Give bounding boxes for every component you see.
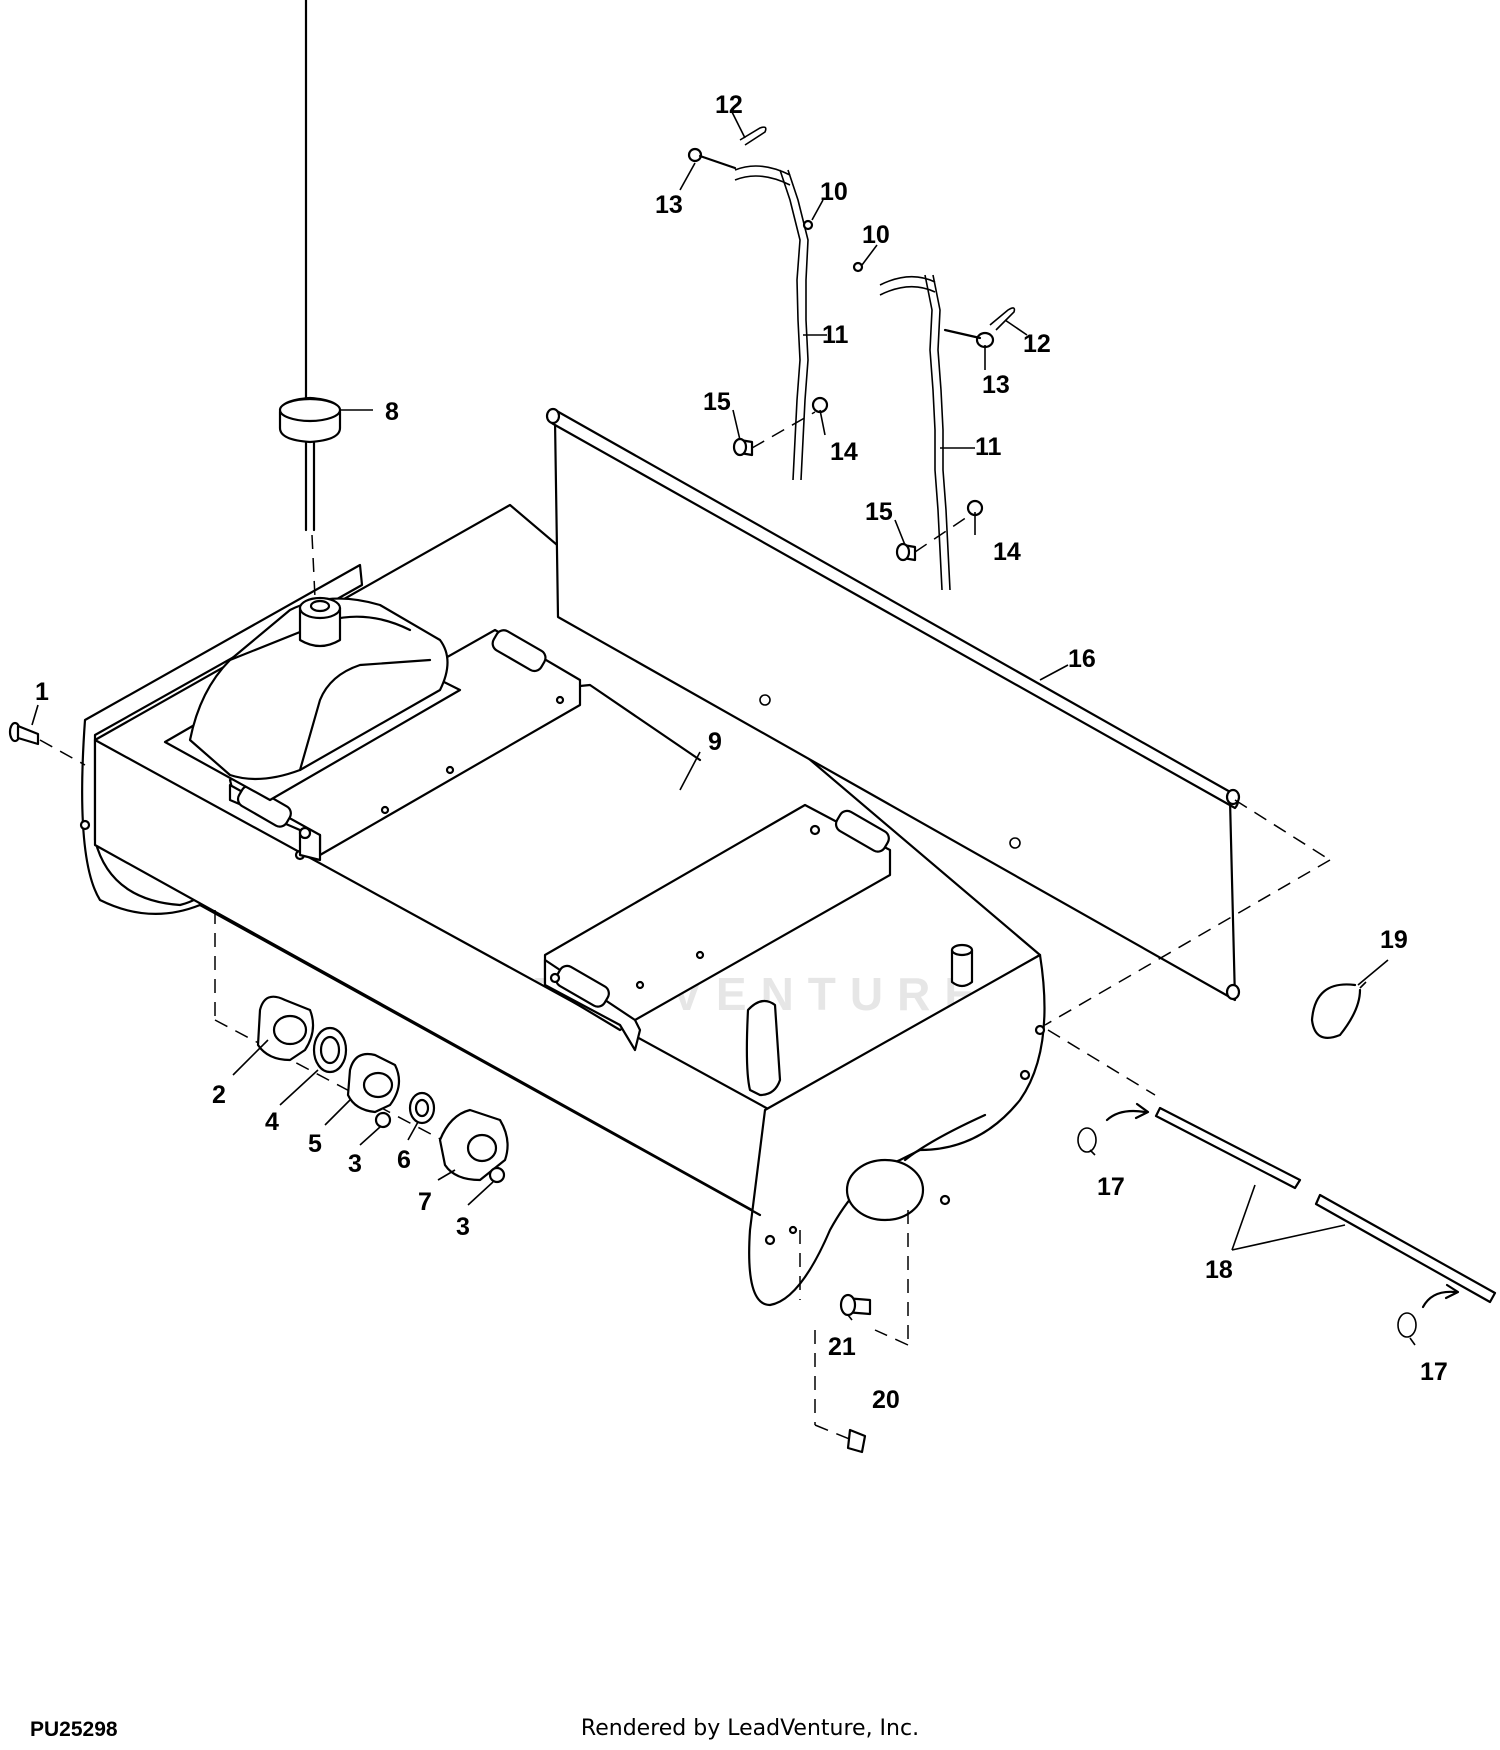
callout-21: 21 [828, 1333, 856, 1361]
callout-5: 5 [308, 1130, 322, 1158]
callout-8: 8 [385, 398, 399, 426]
tailgate-panel [545, 407, 1331, 1026]
callout-15b: 15 [865, 498, 893, 526]
callout-17b: 17 [1420, 1358, 1448, 1386]
callout-14a: 14 [830, 438, 858, 466]
render-credit: Rendered by LeadVenture, Inc. [580, 1716, 920, 1741]
callout-12a: 12 [715, 91, 743, 119]
callout-19: 19 [1380, 926, 1408, 954]
bearing-stack [214, 910, 509, 1184]
callout-15a: 15 [703, 388, 731, 416]
fuel-tank [163, 596, 462, 802]
callout-3b: 3 [456, 1213, 470, 1241]
callout-6: 6 [397, 1146, 411, 1174]
callout-16: 16 [1068, 645, 1096, 673]
callout-11b: 11 [975, 433, 1002, 461]
callout-numbers: 1 2 3 3 4 5 6 7 8 9 10 10 11 11 12 12 13… [35, 91, 1448, 1414]
callout-13a: 13 [655, 191, 683, 219]
callout-2: 2 [212, 1081, 226, 1109]
left-mount-bracket [228, 628, 582, 862]
vent-pipe-and-hose [745, 943, 974, 1097]
callout-11a: 11 [822, 321, 849, 349]
bolt-1 [8, 721, 86, 766]
right-mount-bracket [543, 803, 892, 1052]
cable-tie [1310, 981, 1367, 1039]
pivot-bolt-and-nut [799, 1210, 909, 1454]
callout-9: 9 [708, 728, 722, 756]
axle-rods [1047, 1029, 1497, 1338]
callout-10b: 10 [862, 221, 890, 249]
callout-13b: 13 [982, 371, 1010, 399]
callout-1: 1 [35, 678, 49, 706]
figure-id: PU25298 [30, 1718, 118, 1741]
callout-17a: 17 [1097, 1173, 1125, 1201]
leader-lines [31, 111, 1416, 1346]
callout-7: 7 [418, 1188, 432, 1216]
callout-14b: 14 [993, 538, 1021, 566]
left-chain-assembly [687, 126, 829, 481]
right-chain-assembly [852, 261, 1016, 591]
callout-18: 18 [1205, 1256, 1233, 1284]
callout-10a: 10 [820, 178, 848, 206]
callout-20: 20 [872, 1386, 900, 1414]
callout-12b: 12 [1023, 330, 1051, 358]
callout-4: 4 [265, 1108, 279, 1136]
fuel-cap-with-dipstick [278, 0, 342, 599]
callout-3a: 3 [348, 1150, 362, 1178]
